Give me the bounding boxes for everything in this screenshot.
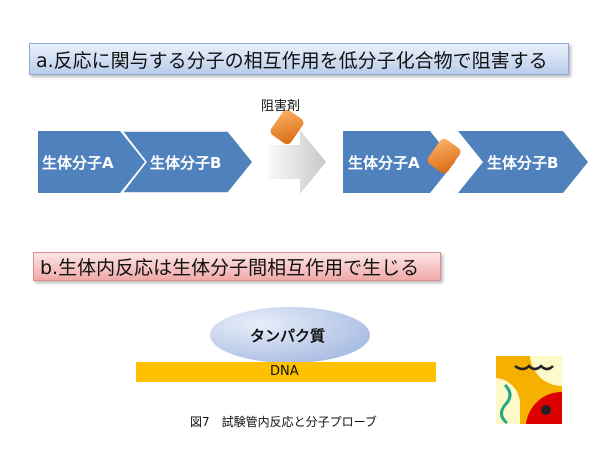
chevron-left-b — [120, 130, 254, 194]
inhibitor-bound — [427, 138, 461, 174]
gray-arrow — [268, 130, 326, 194]
chevron-right-b — [458, 131, 588, 193]
chevron-left-a — [38, 131, 145, 193]
inhibitor-free — [270, 109, 304, 145]
chevron-right-a — [343, 131, 455, 193]
inhibitor-label: 阻害剤 — [261, 99, 301, 114]
protein-ellipse — [210, 307, 370, 363]
panel-b-title: b.生体内反応は生体分子間相互作用で生じる — [33, 252, 441, 281]
right-molecule-a: 生体分子A — [348, 153, 420, 172]
figure-caption: 図7 試験管内反応と分子プローブ — [190, 415, 377, 429]
panel-a-title: a.反応に関与する分子の相互作用を低分子化合物で阻害する — [29, 43, 569, 75]
right-molecule-b: 生体分子B — [487, 153, 559, 172]
left-molecule-a: 生体分子A — [42, 153, 114, 172]
protein-label: タンパク質 — [250, 327, 326, 345]
logo-icon — [496, 356, 562, 425]
dna-bar — [136, 362, 436, 382]
dna-label: DNA — [270, 364, 299, 379]
left-molecule-b: 生体分子B — [150, 153, 222, 172]
